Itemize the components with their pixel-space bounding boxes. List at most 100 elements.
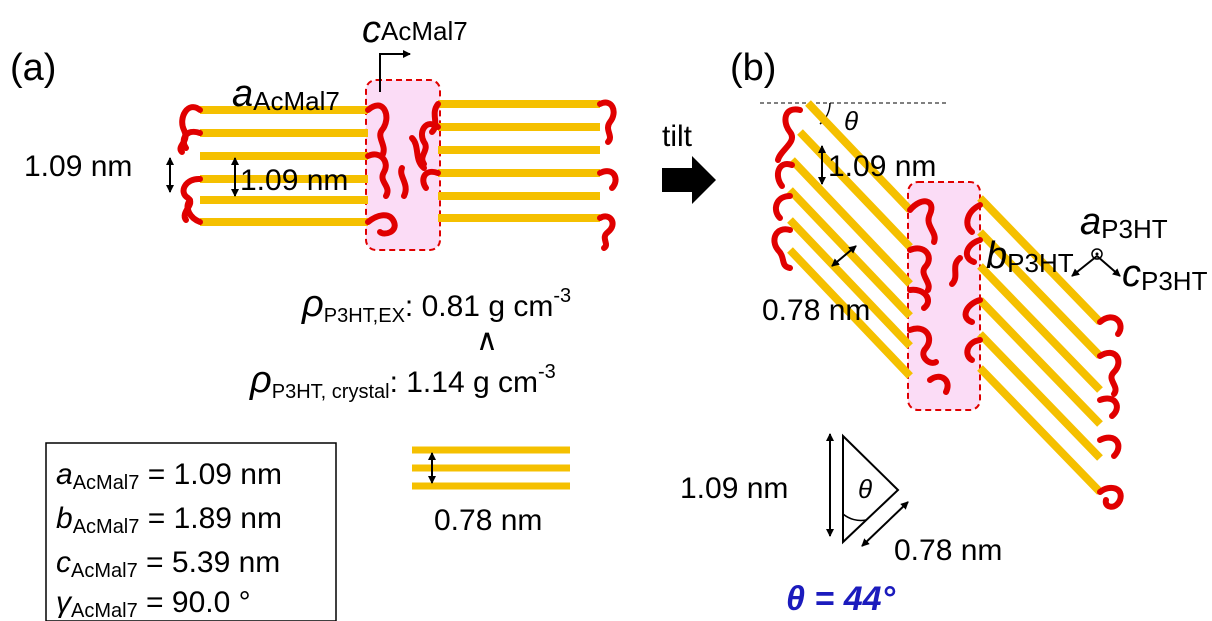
spacing-long-label-b: 1.09 nm bbox=[828, 150, 936, 183]
spacing-short-arrow-b bbox=[831, 245, 857, 267]
right-chain-stack-b bbox=[977, 195, 1103, 495]
rho-ex-exp: -3 bbox=[553, 285, 571, 307]
rho-ex-line: ρP3HT,EX: 0.81 g cm-3 bbox=[301, 283, 571, 327]
axis-a-sub: AcMal7 bbox=[253, 86, 340, 116]
cell-row-value: = 5.39 nm bbox=[138, 546, 281, 579]
panel-a: (a) bbox=[10, 9, 619, 621]
rho-crystal-exp: -3 bbox=[538, 361, 556, 383]
side-chain bbox=[365, 151, 391, 199]
cell-row-symbol: γ bbox=[56, 586, 73, 619]
side-chain bbox=[409, 135, 427, 171]
axis-c-sub: P3HT bbox=[1141, 266, 1208, 296]
chain-bar bbox=[977, 297, 1103, 427]
axis-c-arrow-a bbox=[379, 50, 411, 92]
chain-bar bbox=[787, 247, 913, 379]
axis-a-sub: P3HT bbox=[1101, 214, 1168, 244]
cell-row-symbol: a bbox=[56, 458, 73, 491]
chain-bar bbox=[787, 217, 913, 349]
side-chain bbox=[420, 168, 441, 191]
axis-c-label-b: cP3HT bbox=[1122, 253, 1208, 296]
side-chain bbox=[418, 121, 441, 167]
triangle-theta-label: θ bbox=[858, 474, 872, 504]
spacing-short-label-b: 0.78 nm bbox=[762, 294, 870, 327]
panel-b-label: (b) bbox=[730, 47, 776, 89]
axis-c-label-a: cAcMal7 bbox=[362, 9, 468, 51]
cell-row-symbol: b bbox=[56, 502, 73, 535]
spacing-outer-label-a: 1.09 nm bbox=[24, 150, 132, 183]
side-chain bbox=[1097, 434, 1122, 459]
tilt-label: tilt bbox=[662, 120, 693, 153]
cell-row-value: = 1.09 nm bbox=[139, 458, 282, 491]
axis-a-out-of-plane-dot bbox=[1095, 252, 1099, 256]
cell-row-sub: AcMal7 bbox=[71, 600, 138, 621]
cell-row-gamma: γAcMal7 = 90.0 ° bbox=[56, 586, 251, 621]
axis-a-label-b: aP3HT bbox=[1080, 201, 1168, 244]
side-chain bbox=[964, 202, 983, 235]
side-chain bbox=[962, 297, 983, 325]
cell-parameter-box bbox=[45, 442, 337, 621]
rho-ex-value: : 0.81 g cm bbox=[405, 290, 553, 323]
side-chain bbox=[907, 286, 931, 311]
chain-bar bbox=[977, 365, 1103, 495]
rho-ex-sub: P3HT,EX bbox=[324, 305, 405, 327]
axis-c-symbol: c bbox=[362, 9, 381, 51]
chain-bar bbox=[977, 229, 1103, 359]
right-chain-stack-a bbox=[438, 100, 600, 222]
side-chain bbox=[927, 373, 951, 395]
rho-crystal-line: ρP3HT, crystal: 1.14 g cm-3 bbox=[249, 359, 556, 403]
axis-b-sub: P3HT bbox=[1007, 248, 1074, 278]
left-chain-stack-a bbox=[200, 106, 368, 226]
side-chain bbox=[429, 101, 441, 135]
side-chain bbox=[775, 106, 803, 163]
chain-bar bbox=[977, 195, 1103, 325]
side-chain bbox=[184, 197, 203, 225]
axis-c-arrow-b bbox=[1096, 255, 1121, 277]
side-chain bbox=[1097, 314, 1124, 337]
panel-a-label: (a) bbox=[10, 47, 56, 89]
side-chain bbox=[963, 237, 983, 265]
axis-c-sub: AcMal7 bbox=[381, 16, 468, 46]
panel-b: (b) θ bbox=[680, 47, 1208, 618]
side-chain bbox=[597, 168, 619, 191]
axis-b-label-b: bP3HT bbox=[986, 235, 1074, 278]
side-chain bbox=[771, 226, 793, 271]
cell-row-sub: AcMal7 bbox=[73, 472, 140, 494]
triangle-short-arrow bbox=[861, 501, 909, 547]
tilt-arrow-icon bbox=[662, 156, 716, 204]
side-chain bbox=[1097, 395, 1120, 419]
theta-label-top: θ bbox=[844, 106, 858, 136]
rho-ex-symbol: ρ bbox=[301, 283, 324, 325]
cell-row-sub: AcMal7 bbox=[71, 560, 138, 582]
chain-bar bbox=[977, 263, 1103, 393]
axis-a-out-of-plane-icon bbox=[1091, 248, 1103, 260]
chain-bar bbox=[789, 157, 913, 287]
cell-row-sub: AcMal7 bbox=[73, 516, 140, 538]
triangle-short-label: 0.78 nm bbox=[894, 534, 1002, 567]
axis-a-label-a: aAcMal7 bbox=[232, 73, 340, 116]
small-stack-a bbox=[412, 446, 570, 490]
spacing-inner-label-a: 1.09 nm bbox=[240, 164, 348, 197]
side-chains-b bbox=[771, 106, 1124, 510]
axis-a-symbol: a bbox=[1080, 201, 1101, 243]
left-chain-stack-b bbox=[787, 100, 913, 379]
side-chain bbox=[177, 104, 203, 155]
side-chain bbox=[949, 255, 963, 287]
side-chains-a bbox=[177, 99, 619, 251]
side-chain bbox=[1097, 349, 1122, 397]
axis-b-arrow-b bbox=[1071, 255, 1098, 277]
side-chain bbox=[774, 161, 795, 189]
chain-bar bbox=[805, 100, 913, 213]
chain-bar bbox=[977, 331, 1103, 461]
rho-crystal-value: : 1.14 g cm bbox=[390, 366, 538, 399]
side-chain bbox=[398, 165, 409, 199]
cell-row-value: = 1.89 nm bbox=[139, 502, 282, 535]
axis-c-symbol: c bbox=[1122, 253, 1141, 295]
side-chain bbox=[597, 213, 616, 251]
tilt-transition: tilt bbox=[662, 120, 716, 204]
cell-row-value: = 90.0 ° bbox=[138, 586, 251, 619]
comparison-symbol: ∧ bbox=[476, 324, 498, 357]
rho-crystal-symbol: ρ bbox=[249, 359, 272, 401]
side-chain bbox=[772, 193, 793, 221]
axis-b-symbol: b bbox=[986, 235, 1007, 277]
side-chain bbox=[365, 212, 398, 237]
